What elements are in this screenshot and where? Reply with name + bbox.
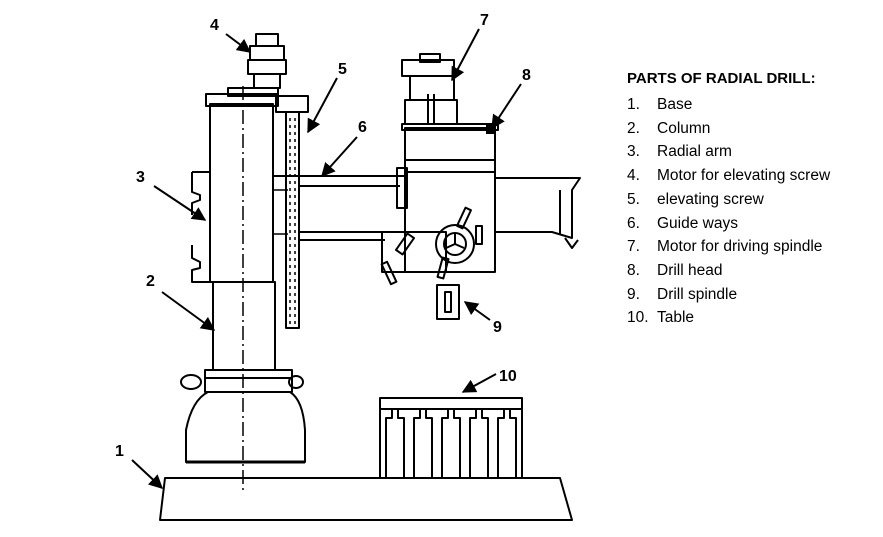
callout-1: 1 [115,443,124,460]
legend-item-label: Motor for elevating screw [657,167,831,185]
legend-item-number: 10. [627,309,649,327]
radial-arm-collar [191,87,279,283]
legend-item-number: 6. [627,214,640,232]
legend-item-number: 5. [627,190,640,208]
callout-arrow-5 [307,77,338,134]
legend-item: 4. Motor for elevating screw [627,164,830,188]
legend-item-number: 8. [627,261,640,279]
legend-item-number: 1. [627,96,640,113]
callout-arrow-1 [131,459,164,489]
drill-head-marker [486,124,496,134]
callout-3: 3 [136,169,145,186]
legend-item: 10. Table [627,306,830,330]
legend-item-number: 9. [627,285,640,303]
base-part [159,477,573,521]
legend-item-label: Drill spindle [657,285,738,303]
elevating-screw [285,111,300,329]
callout-8: 8 [522,67,531,84]
column-part [212,281,276,371]
parts-legend: PARTS OF RADIAL DRILL: 1. Base 2. Column 3. R… [627,70,830,330]
callout-10: 10 [499,368,517,385]
legend-item-label: Table [657,309,695,327]
legend-item: 6. Guide ways [627,212,830,236]
radial-arm-part [273,175,581,249]
callout-arrow-9 [463,301,491,321]
column-base-housing [180,369,306,464]
spindle-motor-part [401,53,458,125]
callout-arrow-10 [461,373,497,393]
drill-head-part [380,123,499,286]
drill-spindle-part [436,284,460,320]
legend-item: 1. Base [627,93,830,117]
legend-item-number: 7. [627,238,640,256]
table-part [379,397,523,479]
callout-2: 2 [146,273,155,290]
legend-item: 5. elevating screw [627,188,830,212]
legend-item: 8. Drill head [627,259,830,283]
callout-arrow-7 [451,28,480,82]
legend-item-label: elevating screw [657,190,764,208]
legend-item-label: Guide ways [657,214,738,232]
callout-7: 7 [480,12,489,29]
callout-arrow-8 [491,83,522,130]
callout-5: 5 [338,61,347,78]
legend-item-number: 3. [627,143,640,161]
legend-item-label: Motor for driving spindle [657,238,823,256]
legend-title: PARTS OF RADIAL DRILL: [627,70,816,87]
callout-4: 4 [210,17,219,34]
callout-arrow-3 [153,185,207,221]
callout-6: 6 [358,119,367,136]
legend-item-label: Radial arm [657,143,732,161]
legend-item: 2. Column [627,117,830,141]
legend-item-label: Base [657,96,693,113]
legend-item-number: 4. [627,167,640,185]
callout-arrow-2 [161,291,216,331]
legend-item-label: Drill head [657,261,723,279]
legend-item-label: Column [657,119,711,137]
legend-list: 1. Base 2. Column 3. Radial arm 4. Motor for el… [627,93,830,330]
legend-item-number: 2. [627,119,640,137]
legend-item: 9. Drill spindle [627,283,830,307]
legend-item: 3. Radial arm [627,140,830,164]
callout-9: 9 [493,319,502,336]
callout-arrow-4 [225,33,252,53]
callout-arrow-6 [321,136,358,178]
elevating-motor [247,33,287,89]
legend-item: 7. Motor for driving spindle [627,235,830,259]
